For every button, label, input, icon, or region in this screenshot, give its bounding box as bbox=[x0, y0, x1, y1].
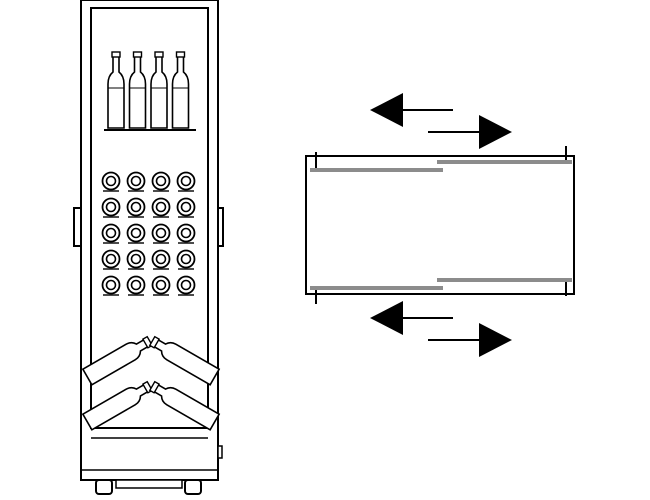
bottle-end bbox=[126, 249, 146, 270]
bottle-end bbox=[176, 223, 196, 244]
bottle-end bbox=[101, 275, 121, 296]
front-left-foot bbox=[95, 479, 113, 495]
bottle-end bbox=[151, 197, 171, 218]
bottle-end bbox=[176, 197, 196, 218]
bottle-end bbox=[101, 249, 121, 270]
standing-bottles bbox=[107, 51, 190, 129]
bottle-end bbox=[151, 249, 171, 270]
standing-bottle bbox=[150, 51, 168, 129]
bottle-end bbox=[151, 275, 171, 296]
front-right-foot bbox=[184, 479, 202, 495]
center-base-strip bbox=[115, 479, 183, 489]
bottle-end bbox=[176, 249, 196, 270]
bottle-end bbox=[176, 171, 196, 192]
arrow-right-bottom bbox=[428, 323, 512, 357]
crossed-bottles bbox=[81, 335, 221, 431]
wine-cabinet bbox=[73, 0, 224, 495]
bottle-end bbox=[176, 275, 196, 296]
bottle-end bbox=[101, 197, 121, 218]
arrow-left-bottom bbox=[370, 301, 453, 335]
bottle-end bbox=[101, 171, 121, 192]
bottle-end bbox=[126, 223, 146, 244]
lying-bottle bbox=[148, 380, 221, 431]
bottle-end bbox=[151, 223, 171, 244]
arrow-left-top bbox=[370, 93, 453, 127]
bottle-end bbox=[126, 171, 146, 192]
shelf-body bbox=[305, 155, 575, 295]
bottle-end bbox=[101, 223, 121, 244]
standing-bottle bbox=[128, 51, 147, 129]
right-small-hinge bbox=[217, 445, 223, 459]
arrow-right-top bbox=[428, 115, 512, 149]
lying-bottle bbox=[148, 335, 221, 386]
bottle-end bbox=[126, 275, 146, 296]
standing-bottle bbox=[107, 51, 125, 129]
bottle-end bbox=[151, 171, 171, 192]
sliding-shelf bbox=[305, 93, 575, 357]
right-hinge bbox=[217, 207, 224, 247]
left-hinge bbox=[73, 207, 82, 247]
bottle-end bbox=[126, 197, 146, 218]
bottle-rack bbox=[101, 171, 196, 296]
standing-bottle bbox=[171, 51, 190, 129]
